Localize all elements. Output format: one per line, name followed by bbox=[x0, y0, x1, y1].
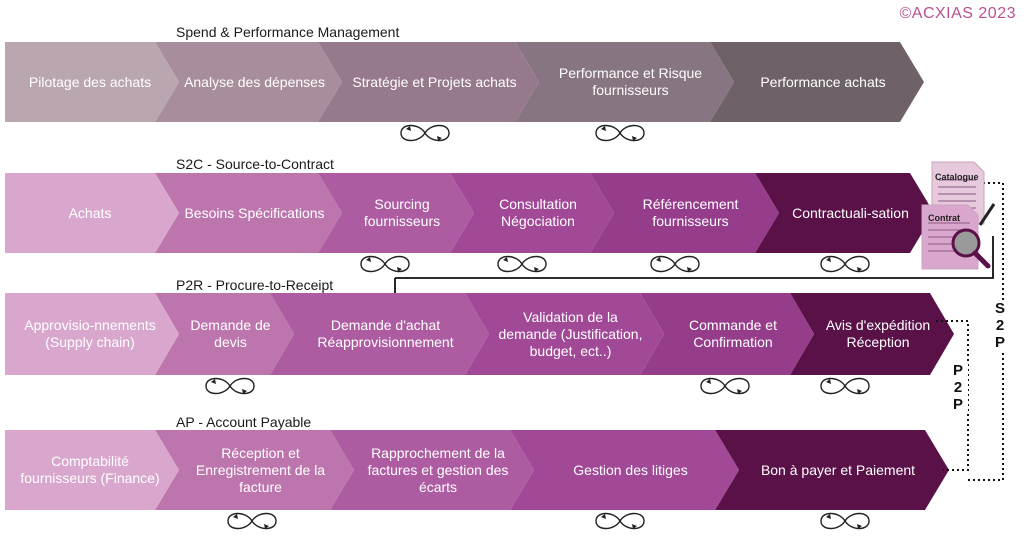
step-chevron bbox=[790, 293, 954, 375]
infinity-loop-icon bbox=[205, 377, 255, 395]
step-label: Sourcing fournisseurs bbox=[363, 196, 441, 229]
step-label: Comptabilité fournisseurs (Finance) bbox=[20, 453, 160, 486]
s2p-label: S 2 P bbox=[990, 300, 1010, 351]
step-label: Commande et Confirmation bbox=[689, 317, 777, 350]
row-title-p2r: P2R - Procure-to-Receipt bbox=[176, 277, 334, 293]
infinity-loop-icon bbox=[400, 124, 450, 142]
step-chevron bbox=[755, 173, 934, 253]
p2p-bracket bbox=[936, 320, 969, 471]
connector-line bbox=[394, 236, 994, 293]
step-label: Demande de devis bbox=[190, 317, 271, 350]
step-chevron bbox=[155, 173, 342, 253]
step-chevron bbox=[5, 430, 179, 510]
step-chevron bbox=[330, 430, 534, 510]
infinity-loop-icon bbox=[360, 255, 410, 273]
step-chevron bbox=[715, 430, 949, 510]
step-chevron bbox=[155, 430, 354, 510]
step-chevron bbox=[5, 293, 179, 375]
catalogue-document-label: Catalogue bbox=[935, 172, 979, 182]
infinity-loop-icon bbox=[595, 124, 645, 142]
step-chevron bbox=[318, 173, 474, 253]
step-label: Stratégie et Projets achats bbox=[352, 73, 517, 90]
step-label: Performance achats bbox=[760, 73, 886, 90]
step-chevron bbox=[510, 430, 739, 510]
step-label: Réception et Enregistrement de la factur… bbox=[195, 444, 326, 495]
infinity-loop-icon bbox=[820, 377, 870, 395]
step-label: Besoins Spécifications bbox=[184, 204, 325, 221]
step-chevron bbox=[5, 173, 179, 253]
step-label: Approvisio-nnements (Supply chain) bbox=[24, 317, 156, 350]
contrat-document-label: Contrat bbox=[928, 213, 960, 223]
step-label: Validation de la demande (Justification,… bbox=[498, 308, 643, 359]
step-label: Rapprochement de la factures et gestion … bbox=[367, 444, 509, 495]
step-chevron bbox=[270, 293, 489, 375]
step-chevron bbox=[465, 293, 664, 375]
row-title-ap: AP - Account Payable bbox=[176, 414, 312, 430]
step-chevron bbox=[155, 42, 342, 122]
pen-icon bbox=[978, 203, 996, 226]
step-label: Demande d'achat Réapprovisionnement bbox=[317, 317, 454, 350]
step-chevron bbox=[640, 293, 814, 375]
row-title-s2c: S2C - Source-to-Contract bbox=[176, 156, 334, 172]
row-title-spend-performance: Spend & Performance Management bbox=[176, 24, 400, 40]
infinity-loop-icon bbox=[700, 377, 750, 395]
step-chevron bbox=[155, 293, 294, 375]
infinity-loop-icon bbox=[650, 255, 700, 273]
step-label: Pilotage des achats bbox=[28, 73, 152, 90]
infinity-loop-icon bbox=[820, 512, 870, 530]
step-chevron bbox=[318, 42, 539, 122]
step-chevron bbox=[5, 42, 179, 122]
step-label: Consultation Négociation bbox=[499, 196, 577, 229]
p2p-label: P 2 P bbox=[948, 362, 968, 413]
step-chevron bbox=[710, 42, 924, 122]
step-label: Bon à payer et Paiement bbox=[760, 461, 916, 478]
step-label: Contractuali-sation bbox=[792, 204, 909, 221]
infinity-loop-icon bbox=[595, 512, 645, 530]
infinity-loop-icon bbox=[227, 512, 277, 530]
infinity-loop-icon bbox=[820, 255, 870, 273]
step-label: Avis d'expédition Réception bbox=[825, 317, 931, 350]
infinity-loop-icon bbox=[497, 255, 547, 273]
step-label: Performance et Risque fournisseurs bbox=[558, 65, 703, 98]
step-chevron bbox=[590, 173, 779, 253]
step-label: Achats bbox=[68, 204, 112, 221]
copyright-label: ©ACXIAS 2023 bbox=[899, 5, 1016, 22]
step-label: Référencement fournisseurs bbox=[642, 196, 739, 229]
magnifier-icon bbox=[951, 228, 991, 269]
step-chevron bbox=[450, 173, 614, 253]
step-label: Gestion des litiges bbox=[573, 461, 688, 478]
step-label: Analyse des dépenses bbox=[184, 73, 325, 90]
step-chevron bbox=[515, 42, 734, 122]
